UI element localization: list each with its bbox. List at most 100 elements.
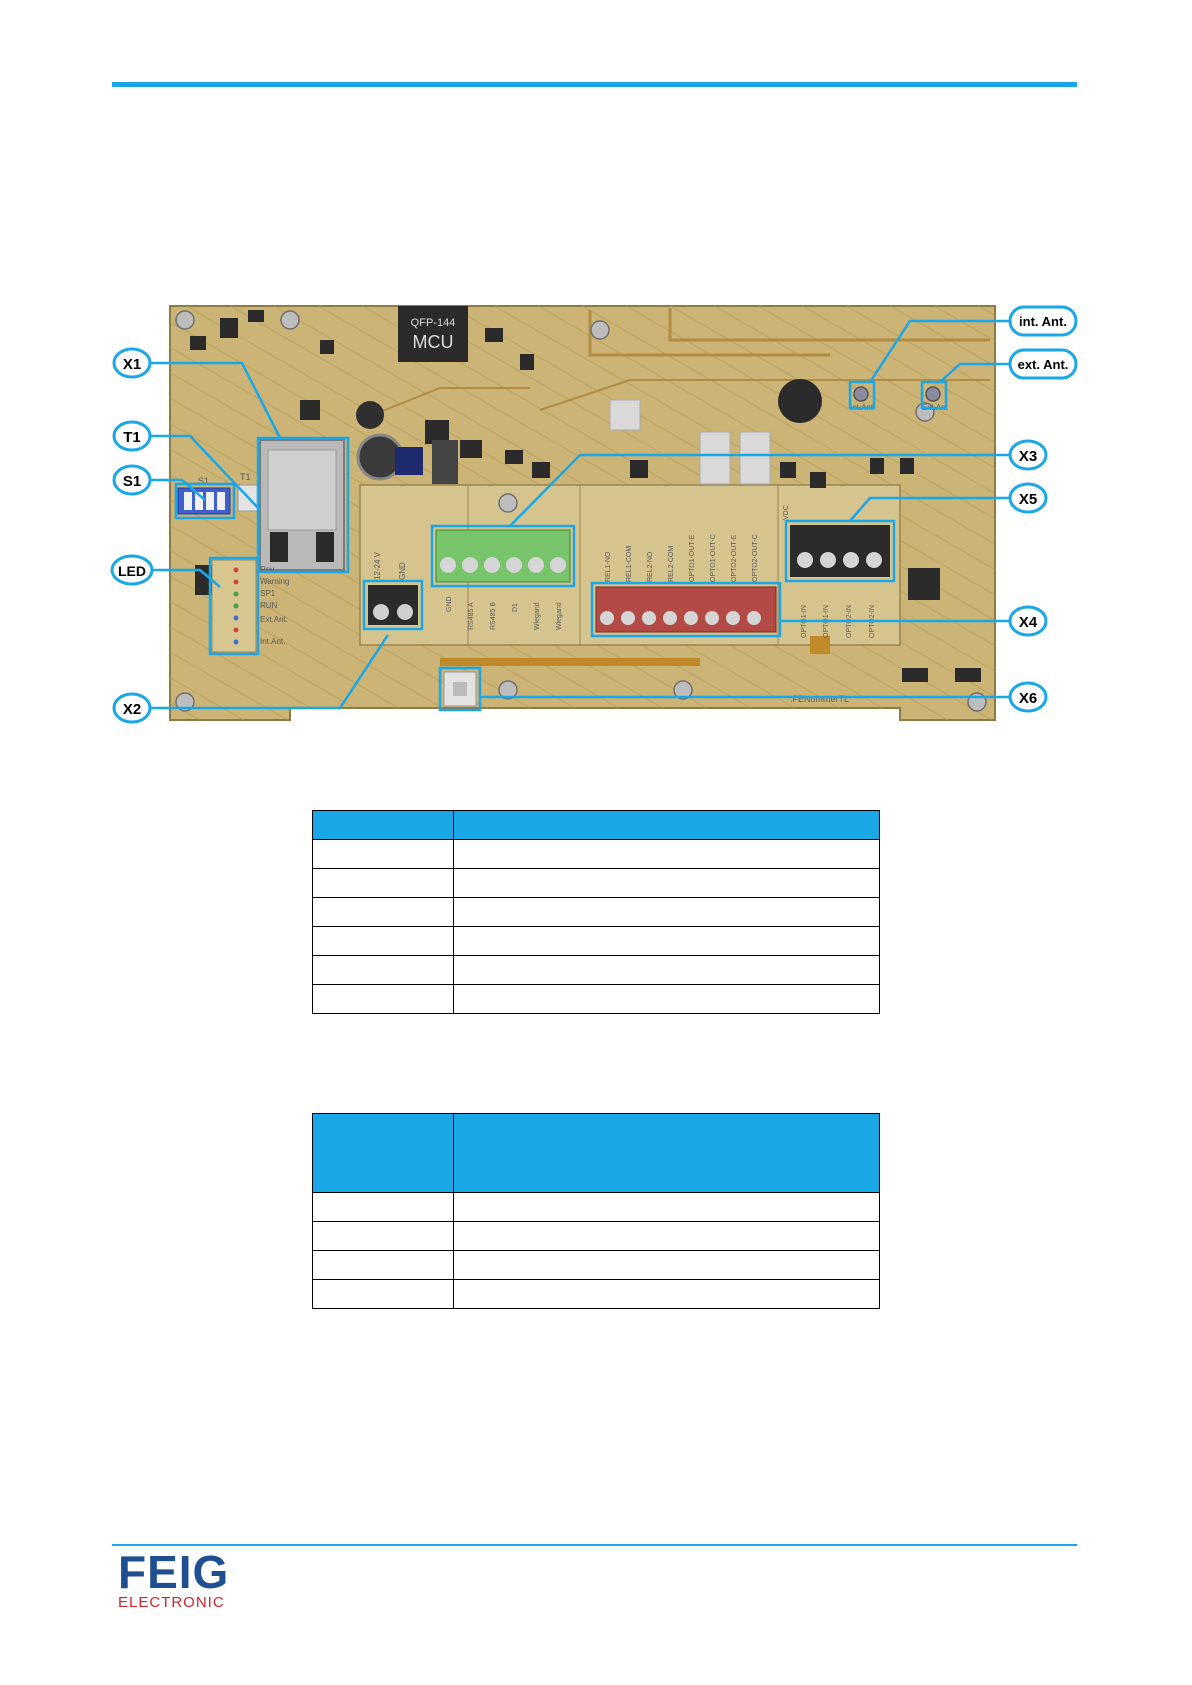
led-column: [211, 559, 257, 653]
x3-silk-labels: GND RS485 A RS485 B D1 Wiegand Wiegand: [446, 596, 563, 630]
table-header-cell: [453, 810, 880, 840]
connector-table-2: [312, 1113, 880, 1309]
callout-ext-ant: ext. Ant.: [1008, 348, 1078, 380]
svg-text:T1: T1: [123, 429, 141, 446]
table-header-cell: [312, 810, 454, 840]
callout-t1: T1: [112, 420, 152, 452]
t1-silk: T1: [240, 472, 251, 482]
svg-text:REL1-NO: REL1-NO: [605, 551, 612, 582]
table-header-cell: [453, 1113, 880, 1193]
svg-text:Wiegand: Wiegand: [556, 602, 563, 630]
svg-text:QFP-144: QFP-144: [411, 317, 456, 329]
connector-table-1: [312, 810, 880, 1014]
x2-power-terminal: [368, 585, 418, 625]
svg-text:Wiegand: Wiegand: [534, 602, 541, 630]
svg-text:X6: X6: [1019, 690, 1037, 707]
table-cell: [453, 1250, 880, 1280]
table-cell: [312, 897, 454, 927]
header-rule: [112, 82, 1077, 87]
table-row: [312, 1192, 880, 1222]
svg-text:REL1-COM: REL1-COM: [626, 546, 633, 582]
callout-x5: X5: [1008, 482, 1048, 514]
table-cell: [453, 1221, 880, 1251]
x5-terminal-block: [790, 525, 890, 577]
table-cell: [312, 868, 454, 898]
table-row: [312, 1221, 880, 1251]
x4-terminal-block: [595, 586, 777, 633]
x6-component: [443, 671, 477, 707]
feig-logo: FEIG ELECTRONIC: [118, 1546, 248, 1611]
table-cell: [453, 839, 880, 869]
svg-text:D1: D1: [512, 603, 519, 612]
svg-text:RUN: RUN: [260, 601, 278, 610]
bottom-silk: .FENummerTL: [790, 694, 849, 704]
svg-text:RS485 A: RS485 A: [468, 602, 475, 630]
callout-led: LED: [110, 554, 154, 586]
table-cell: [312, 1221, 454, 1251]
svg-text:OPTO1-OUT-E: OPTO1-OUT-E: [689, 534, 696, 582]
antenna-connectors: [853, 386, 941, 402]
svg-text:RS485 B: RS485 B: [490, 602, 497, 630]
x2-silk: 12-24 V: [373, 551, 382, 580]
svg-text:OPTO1-OUT-C: OPTO1-OUT-C: [710, 534, 717, 582]
leader-lines: [148, 319, 1012, 710]
logo-sub: ELECTRONIC: [118, 1594, 225, 1611]
svg-text:Int.Ant.: Int.Ant.: [260, 637, 285, 646]
table-row: [312, 897, 880, 927]
table-cell: [453, 955, 880, 985]
table-cell: [453, 1279, 880, 1309]
table-header-row: [312, 810, 880, 840]
relay-blocks: [609, 399, 771, 485]
svg-text:int. Ant.: int. Ant.: [1019, 314, 1067, 329]
rj45-connector: [259, 439, 345, 571]
svg-text:Ext.Ant.: Ext.Ant.: [260, 615, 288, 624]
led-silk-labels: Rev. Warning SP1 RUN Ext.Ant. Int.Ant.: [260, 565, 290, 646]
board-figure: MCU QFP-144: [110, 300, 1080, 732]
callout-x6: X6: [1008, 681, 1048, 713]
table-cell: [312, 1279, 454, 1309]
table-cell: [453, 868, 880, 898]
svg-text:X3: X3: [1019, 448, 1037, 465]
svg-text:LED: LED: [118, 563, 146, 579]
dip-switch-s1: [177, 487, 231, 515]
table-row: [312, 955, 880, 985]
svg-text:X1: X1: [123, 356, 141, 373]
callout-int-ant: int. Ant.: [1008, 305, 1078, 337]
table-row: [312, 868, 880, 898]
table-header-row: [312, 1113, 880, 1193]
callout-s1: S1: [112, 464, 152, 496]
table-cell: [312, 984, 454, 1014]
x3-terminal-block: [435, 529, 571, 583]
svg-text:Rev.: Rev.: [260, 565, 276, 574]
table-cell: [453, 897, 880, 927]
svg-text:SP1: SP1: [260, 589, 276, 598]
mcu-chip: MCU QFP-144: [398, 306, 468, 362]
svg-text:OPTO2-OUT-E: OPTO2-OUT-E: [731, 534, 738, 582]
table-cell: [312, 1192, 454, 1222]
svg-text:X2: X2: [123, 701, 141, 718]
table-cell: [312, 955, 454, 985]
table-cell: [453, 984, 880, 1014]
highlight-boxes: [174, 380, 948, 712]
logo-brand: FEIG: [118, 1546, 230, 1598]
svg-text:X5: X5: [1019, 491, 1037, 508]
footer-rule: [112, 1544, 1077, 1546]
table-row: [312, 984, 880, 1014]
svg-text:Warning: Warning: [260, 577, 290, 586]
table-row: [312, 926, 880, 956]
callout-x2: X2: [112, 692, 152, 724]
svg-text:S1: S1: [123, 473, 141, 490]
svg-text:MCU: MCU: [413, 332, 454, 352]
table-row: [312, 1250, 880, 1280]
table-cell: [453, 1192, 880, 1222]
table-cell: [312, 926, 454, 956]
x4-silk-labels: REL1-NO REL1-COM REL2-NO REL2-COM OPTO1-…: [605, 534, 759, 582]
mounting-holes: [175, 310, 987, 712]
table-row: [312, 839, 880, 869]
callout-x3: X3: [1008, 439, 1048, 471]
svg-text:REL2-COM: REL2-COM: [668, 546, 675, 582]
table-row: [312, 1279, 880, 1309]
table-cell: [312, 839, 454, 869]
x2-gnd-silk: GND: [398, 562, 407, 580]
svg-text:OPTO2-OUT-C: OPTO2-OUT-C: [752, 534, 759, 582]
